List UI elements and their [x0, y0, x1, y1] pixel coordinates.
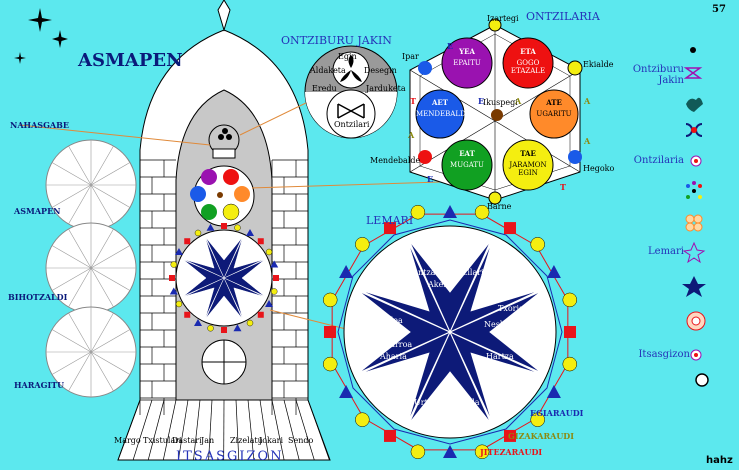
lemari-name-4: Urketaria: [376, 282, 416, 291]
lemari-name-10: Hartza: [486, 352, 514, 361]
lemari-name-6: Balea: [380, 316, 403, 325]
bottom-name-2: Dastari: [172, 436, 202, 445]
hex-name-0: EPAITU: [453, 59, 481, 67]
lemari-name-13: Txirla: [456, 398, 480, 407]
gizakaraudi-label: GIZAKARAUDI: [508, 431, 574, 441]
hex-name-4: MUGATU: [450, 161, 484, 169]
bottom-title: ITSASGIZON: [176, 449, 284, 464]
bottom-name-0: Margo: [114, 436, 141, 445]
tower-ring-markers: [169, 223, 279, 333]
corner-ekialde: Ekialde: [583, 60, 614, 69]
ontz-label-1: Aldaketa: [310, 66, 346, 75]
hex-letter-9: A: [515, 96, 522, 106]
corner-mendebalde: Mendebalde: [370, 156, 421, 165]
hex-code-4: EAT: [459, 149, 475, 158]
wheel-0: [45, 139, 137, 231]
main-title: ASMAPEN: [78, 50, 183, 71]
hex-code-1: ETA: [520, 47, 536, 56]
left-wheels: [45, 139, 137, 398]
hex-letter-8: E: [478, 96, 485, 106]
lemari-name-5: Txoria: [498, 304, 524, 313]
hex-name-1: GOGO ETAZALE: [510, 59, 546, 75]
tower: [117, 0, 331, 461]
legend-lemari: Lemari: [648, 246, 684, 257]
lemari-name-0: Ahuntza: [402, 268, 436, 277]
hex-letter-6: A: [408, 130, 415, 140]
flower-icon: [685, 214, 703, 232]
hex-name-5: MENDEBALDI: [416, 110, 469, 118]
ontz-label-3: Eredu: [312, 84, 337, 93]
navy-star-icon: [682, 276, 706, 297]
hex-code-3: TAE: [520, 149, 536, 158]
bowtie-icon: [683, 67, 703, 79]
lemari-name-12: Urtxintxa: [414, 398, 453, 407]
ontzilaria-title: ONTZILARIA: [526, 10, 600, 23]
center-ikuspegi: Ikuspegi: [483, 98, 518, 107]
hex-letter-2: A: [584, 96, 591, 106]
bottom-name-4: Zizelatu: [230, 436, 263, 445]
hex-code-5: AET: [432, 98, 448, 107]
lemari-name-9: Aharia: [380, 352, 407, 361]
hex-code-0: YEA: [459, 47, 475, 56]
lemari-name-11: Zezena: [380, 384, 410, 393]
ontz-label-5: Ontzilari: [334, 120, 370, 129]
hex-name-3: JARAMON EGIN: [509, 161, 547, 177]
legend-jakin: Jakin: [658, 75, 684, 86]
corner-dots: [418, 18, 583, 205]
hex-letter-3: A: [584, 136, 591, 146]
wheel-2: [45, 306, 137, 398]
dot-icon: [690, 47, 696, 53]
ontz-label-4: Jarduketa: [366, 84, 406, 93]
star-icons: [14, 8, 68, 64]
corner-ipar: Ipar: [402, 52, 419, 61]
lemari-figure: [322, 204, 578, 460]
hex-letter-7: T: [410, 96, 416, 106]
bottom-name-5: Jokari: [259, 436, 284, 445]
signature: hahz: [706, 455, 733, 466]
ontz-label-2: Desegin: [364, 66, 397, 75]
corner-barne: Barne: [487, 202, 512, 211]
node-icon: [686, 181, 702, 199]
corner-izartegi: Izartegi: [487, 14, 519, 23]
hex-name-2: UGARITU: [536, 110, 572, 118]
legend-icons: [682, 47, 709, 387]
ontziburu-circle: [304, 45, 398, 139]
left-label-3: HARAGITU: [14, 380, 65, 390]
left-label-2: BIHOTZALDI: [8, 292, 68, 302]
connector-lines: [19, 99, 441, 331]
ring-icon: [695, 373, 709, 387]
hex-letter-0: E: [447, 41, 454, 51]
hex-code-2: ATE: [546, 98, 562, 107]
legend-ontzilaria: Ontzilaria: [633, 155, 684, 166]
left-label-1: ASMAPEN: [14, 206, 61, 216]
hex-letter-4: T: [560, 182, 566, 192]
lemari-star-icon: [682, 241, 706, 264]
ontzilaria-hexagon: [409, 18, 583, 205]
lemari-name-2: Akera: [428, 280, 452, 289]
lemari-name-7: Neskatoa: [484, 320, 523, 329]
lemari-name-3: Otsoa: [494, 276, 518, 285]
jitezaraudi-label: JITEZARAUDI: [480, 447, 543, 457]
bottom-name-6: Sendo: [288, 436, 314, 445]
left-label-0: NAHASGABE: [10, 120, 69, 130]
legend-ontziburu: Ontziburu: [632, 64, 684, 75]
egiaraudi-label: EGIARAUDI: [530, 408, 584, 418]
legend-itsasgizon: Itsasgizon: [638, 349, 690, 360]
lemari-name-8: Marroa: [382, 340, 413, 349]
lemari-title: LEMARI: [366, 214, 414, 227]
bottom-name-3: Jan: [201, 436, 215, 445]
corner-hegoko: Hegoko: [583, 164, 615, 173]
lemari-name-1: Gezilaria: [452, 268, 489, 277]
hex-letter-1: T: [535, 41, 541, 51]
ontz-label-0: Egin: [338, 52, 357, 61]
page-number: 57: [712, 4, 726, 15]
wheel-1: [45, 222, 137, 314]
ontziburu-title: ONTZIBURU JAKIN: [281, 34, 392, 47]
hex-letter-5: E: [427, 174, 434, 184]
bottom-name-1: Txistulari: [143, 436, 182, 445]
triskelion-icon: [686, 97, 703, 112]
